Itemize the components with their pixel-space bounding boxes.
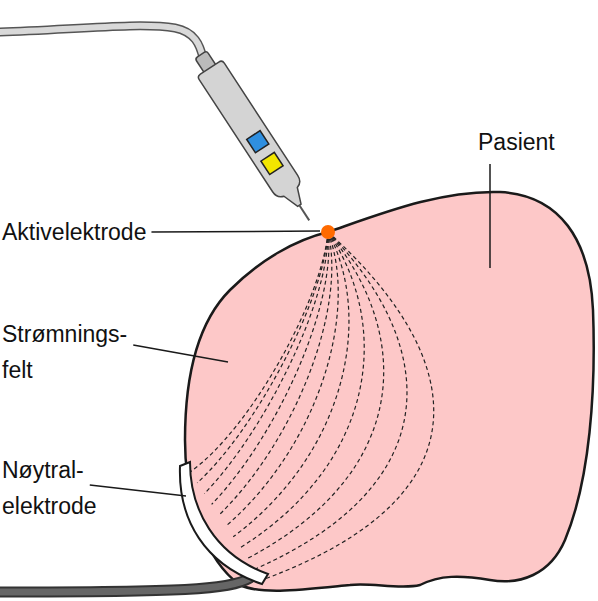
field-line <box>248 232 384 558</box>
leader-line <box>90 485 186 496</box>
patient-body <box>185 192 594 591</box>
leader-line <box>151 231 320 232</box>
field-line <box>197 232 328 483</box>
neutral-cable <box>0 578 250 592</box>
current-field-lines <box>190 232 434 580</box>
part-label: Aktivelektrode <box>2 214 222 250</box>
part-label: Strømnings- felt <box>2 316 162 388</box>
neutral-electrode-pad <box>180 462 268 584</box>
field-line <box>190 232 328 472</box>
electrosurgical-pen <box>188 46 322 228</box>
active-electrode-tip <box>321 225 335 239</box>
cut-button <box>247 131 269 153</box>
field-line <box>255 232 407 569</box>
leader-line <box>133 345 228 362</box>
field-line <box>233 232 349 537</box>
pen-cable <box>0 26 203 58</box>
neutral-cable <box>0 578 250 592</box>
field-line <box>240 232 364 548</box>
coag-button <box>261 152 283 174</box>
part-label: Nøytral- elektrode <box>2 452 162 524</box>
leader-line <box>489 164 491 268</box>
field-line <box>212 232 329 504</box>
part-label: Pasient <box>478 124 598 160</box>
field-line <box>262 232 434 580</box>
field-line <box>226 232 338 526</box>
pen-cable <box>0 26 203 58</box>
